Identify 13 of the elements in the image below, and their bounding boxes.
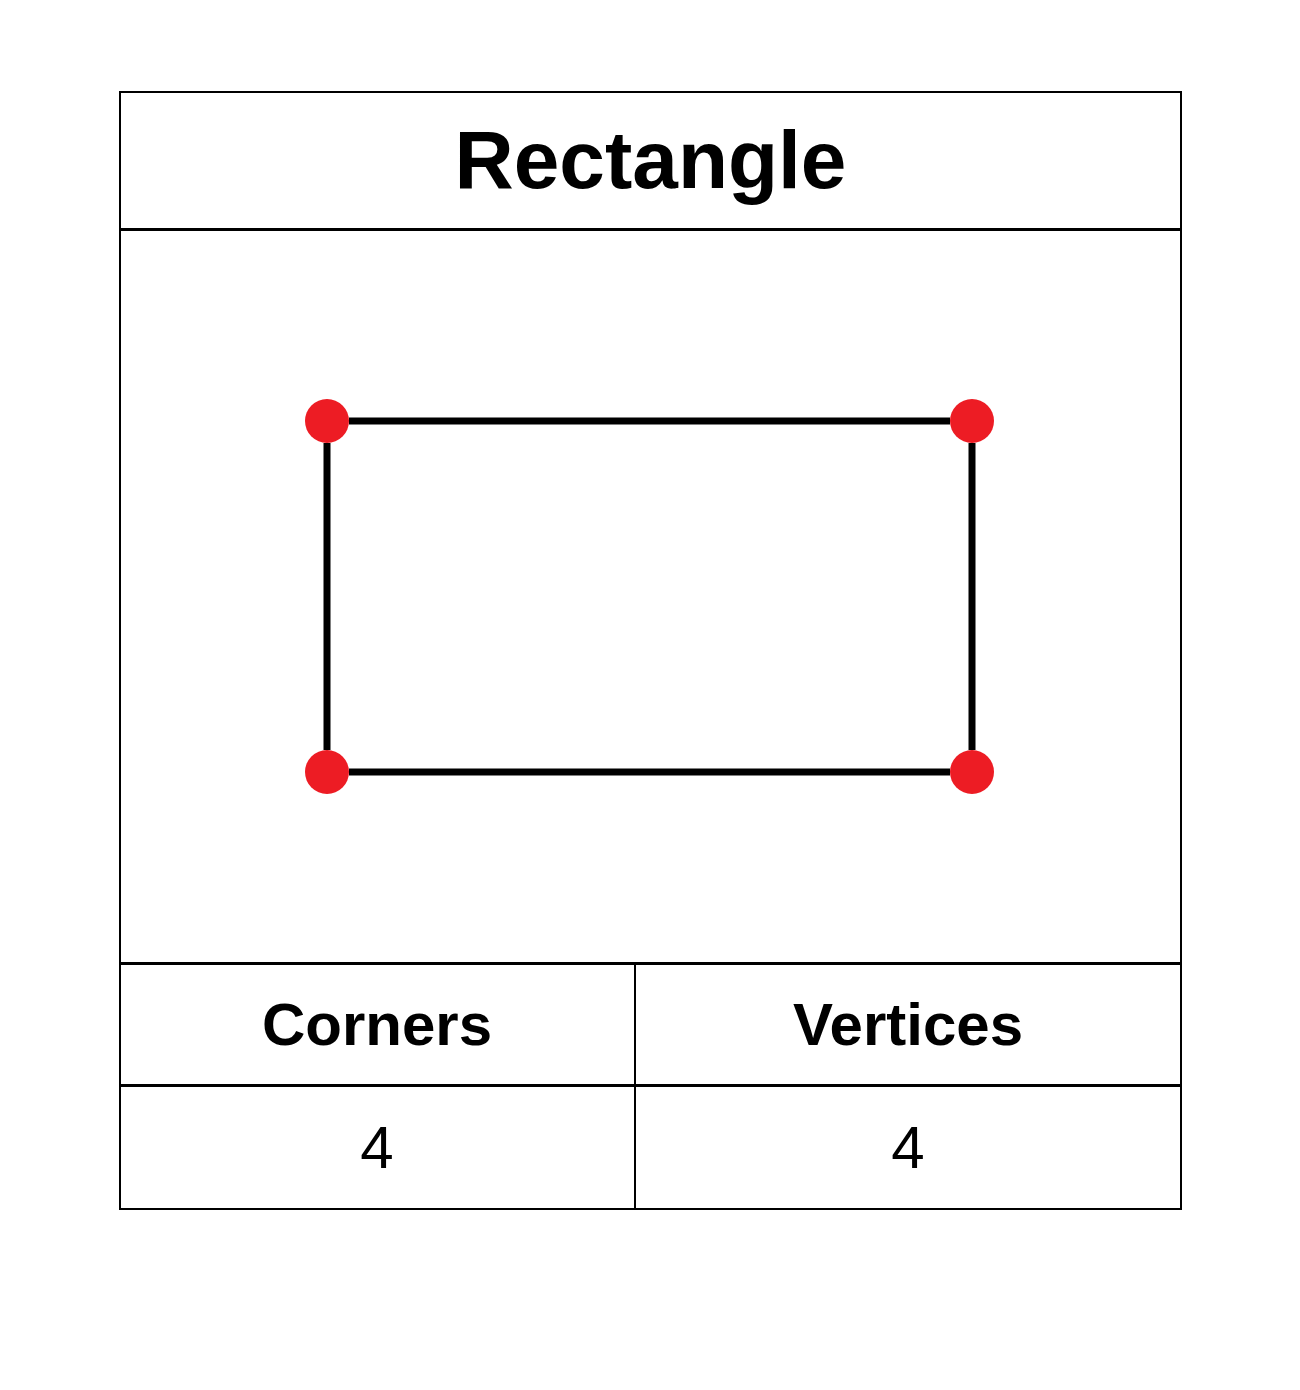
vertex-dot xyxy=(950,750,994,794)
rectangle-side xyxy=(968,443,976,750)
vertex-dot xyxy=(950,399,994,443)
vertex-dot xyxy=(305,399,349,443)
table-value: 4 xyxy=(359,1112,395,1183)
column-header: Corners xyxy=(260,990,494,1060)
rectangle-side xyxy=(349,768,950,776)
column-header: Vertices xyxy=(791,990,1025,1060)
rectangle-side xyxy=(323,443,331,750)
rectangle-side xyxy=(349,417,950,425)
title-heading: Rectangle xyxy=(453,113,848,208)
vertex-dot xyxy=(305,750,349,794)
table-value: 4 xyxy=(890,1112,926,1183)
